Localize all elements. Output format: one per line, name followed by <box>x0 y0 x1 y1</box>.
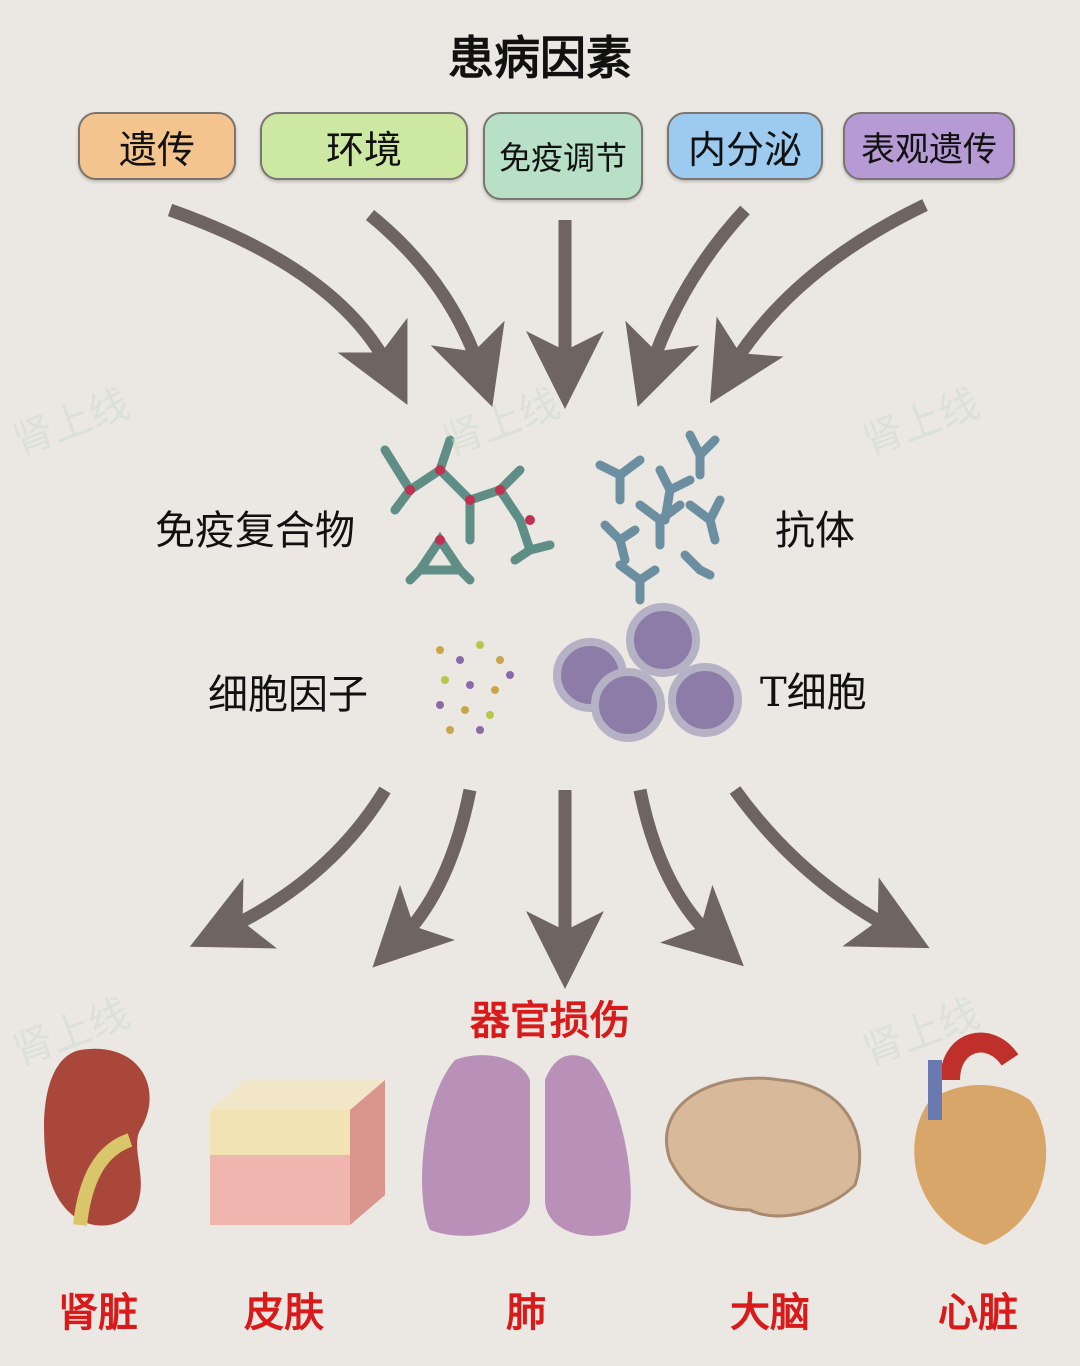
label-cytokine: 细胞因子 <box>208 672 368 718</box>
organ-label-lung: 肺 <box>506 1289 546 1336</box>
label-t-cell: T细胞 <box>760 670 867 716</box>
organ-label-skin: 皮肤 <box>244 1289 324 1336</box>
factor-label: 免疫调节 <box>498 139 627 177</box>
heart-icon <box>914 1032 1047 1245</box>
factor-environment: 环境 <box>260 112 468 180</box>
organ-damage-title: 器官损伤 <box>470 997 630 1044</box>
arrow <box>633 788 744 967</box>
arrow <box>625 205 750 407</box>
antibody-icon <box>595 430 725 605</box>
factor-immune-regulation: 免疫调节 <box>483 112 643 200</box>
arrow <box>167 203 408 405</box>
arrows-out <box>189 786 930 989</box>
cytokine-dots-icon <box>436 641 514 734</box>
skin-icon <box>210 1080 385 1225</box>
label-immune-complex: 免疫复合物 <box>155 508 355 554</box>
brain-icon <box>665 1076 862 1218</box>
lungs-icon <box>422 1055 631 1236</box>
arrow <box>189 786 391 949</box>
factor-label: 表观遗传 <box>861 129 997 170</box>
organ-label-brain: 大脑 <box>730 1289 810 1336</box>
factor-epigenetics: 表观遗传 <box>843 112 1015 180</box>
organ-label-heart: 心脏 <box>938 1289 1018 1336</box>
antigen-dots <box>405 465 535 545</box>
t-cell-icon <box>553 603 742 742</box>
kidney-icon <box>44 1048 150 1226</box>
arrow <box>372 788 477 968</box>
arrow <box>365 209 505 407</box>
label-antibody: 抗体 <box>775 508 855 554</box>
factor-genetics: 遗传 <box>78 112 236 180</box>
arrow <box>709 199 928 404</box>
factor-label: 内分泌 <box>687 127 802 172</box>
arrows-in <box>167 199 928 409</box>
page-title: 患病因素 <box>448 31 632 85</box>
arrow <box>729 786 930 949</box>
organ-label-kidney: 肾脏 <box>58 1289 138 1336</box>
factor-label: 环境 <box>325 127 402 172</box>
factor-endocrine: 内分泌 <box>667 112 823 180</box>
factor-label: 遗传 <box>118 127 195 172</box>
